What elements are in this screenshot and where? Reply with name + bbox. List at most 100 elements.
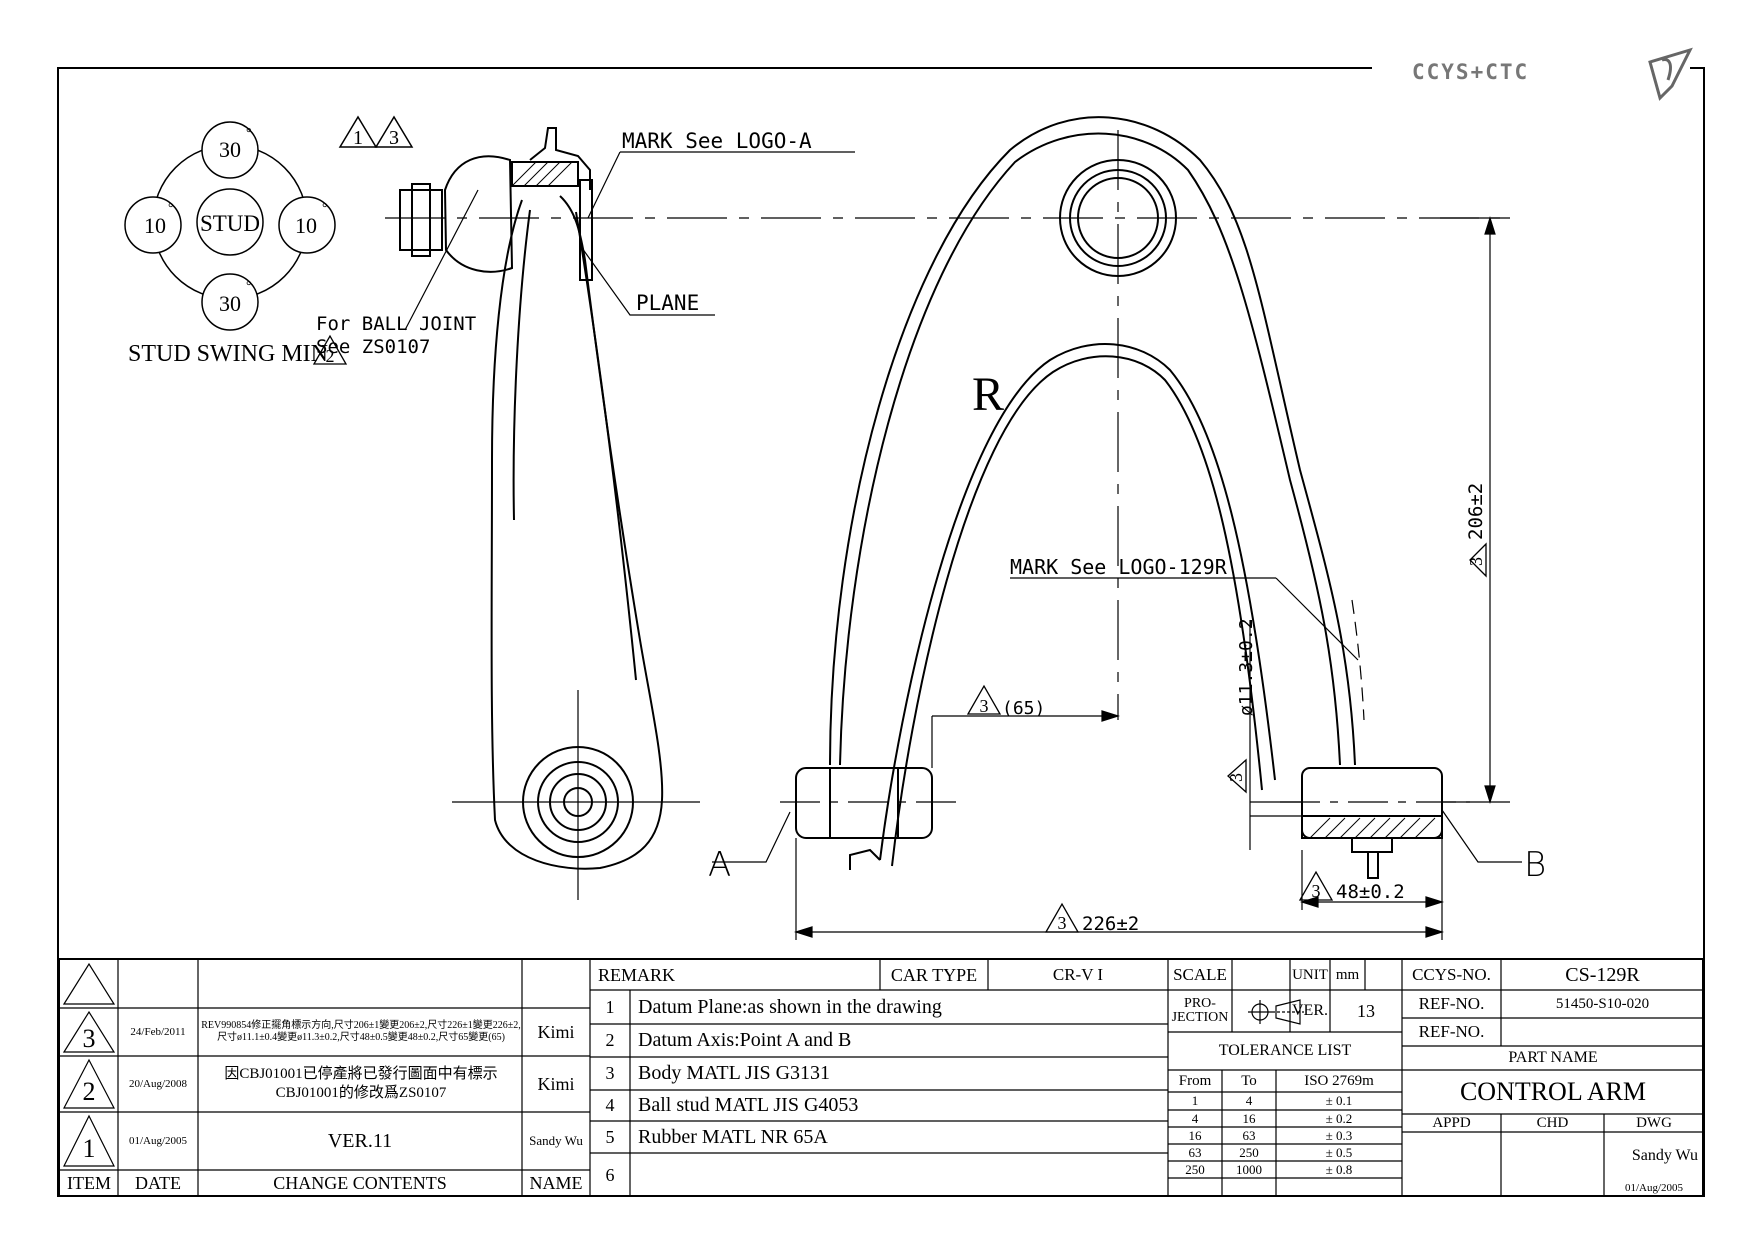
tolerance-value: ± 0.8 xyxy=(1325,1161,1353,1177)
tolerance-header-from: From xyxy=(1178,1072,1212,1089)
rev-row-3-name: Kimi xyxy=(537,1021,575,1042)
stud-degree-right: ° xyxy=(322,201,328,216)
tolerance-from: 1 xyxy=(1191,1093,1199,1108)
remark-text: Body MATL JIS G3131 xyxy=(638,1062,831,1084)
ref-no-2-value xyxy=(1501,1018,1704,1046)
tolerance-from: 250 xyxy=(1185,1161,1205,1177)
stud-angle-left: 10 xyxy=(144,213,166,238)
dim-11-rev: 3 xyxy=(1226,773,1246,782)
dimension-rev-triangles xyxy=(312,334,1487,933)
unit-value: mm xyxy=(1335,966,1360,983)
remark-text: Rubber MATL NR 65A xyxy=(638,1125,828,1148)
ref-no-label: REF-NO. xyxy=(1418,994,1485,1013)
rev-row-2-contents: 因CBJ01001已停產將已發行圖面中有標示CBJ01001的修改爲ZS0107 xyxy=(224,1066,498,1101)
remark-text: Datum Plane:as shown in the drawing xyxy=(638,995,942,1018)
tolerance-to: 16 xyxy=(1242,1110,1256,1126)
remark-no: 3 xyxy=(605,1063,615,1083)
tolerance-from: 16 xyxy=(1188,1127,1202,1143)
dwg-name: Sandy Wu xyxy=(1631,1147,1698,1164)
side-view-hatching xyxy=(511,161,573,187)
remark-text: Datum Axis:Point A and B xyxy=(638,1029,852,1051)
rev-row-1-name: Sandy Wu xyxy=(529,1133,583,1148)
remark-no: 5 xyxy=(605,1126,615,1147)
tolerance-value: ± 0.3 xyxy=(1325,1127,1353,1143)
dim-48-rev: 3 xyxy=(1312,881,1321,901)
tolerance-from: 63 xyxy=(1188,1144,1202,1160)
projection-label: PRO- JECTION xyxy=(1171,996,1229,1025)
part-name-value: CONTROL ARM xyxy=(1459,1077,1647,1106)
part-name-label: PART NAME xyxy=(1508,1049,1598,1066)
chd-label: CHD xyxy=(1536,1114,1569,1131)
rev-row-2-name: Kimi xyxy=(537,1073,575,1094)
rev-header-contents: CHANGE CONTENTS xyxy=(273,1173,447,1193)
plane-label: PLANE xyxy=(636,291,699,315)
dim-206-rev: 3 xyxy=(1466,557,1486,566)
ball-joint-ref: See ZS0107 xyxy=(316,336,430,358)
stud-angle-top: 30 xyxy=(219,137,241,162)
point-a-label: A xyxy=(708,845,731,885)
leader-lines xyxy=(404,151,1522,863)
unit-label: UNIT xyxy=(1292,966,1328,983)
dim-11-label: ø11.3±0.2 xyxy=(1236,618,1257,716)
remark-no: 1 xyxy=(605,996,615,1017)
dim-48-label: 48±0.2 xyxy=(1336,881,1405,903)
rev-triangles-top xyxy=(338,115,414,148)
car-type-label: CAR TYPE xyxy=(890,964,978,985)
rev-mark-1: 1 xyxy=(353,127,363,149)
ref-no-2-label: REF-NO. xyxy=(1418,1022,1485,1041)
remark-no: 2 xyxy=(605,1030,615,1050)
dim-65-rev: 3 xyxy=(980,696,989,716)
title-block: 3 24/Feb/2011 REV990854修正擺角標示方向,尺寸206±1變… xyxy=(58,958,1704,1197)
stud-angle-right: 10 xyxy=(295,213,317,238)
ccys-ctc-logo-icon xyxy=(1648,47,1693,101)
side-view xyxy=(399,127,664,870)
dwg-label: DWG xyxy=(1636,1114,1672,1131)
tolerance-from: 4 xyxy=(1191,1110,1199,1126)
point-b-label: B xyxy=(1524,845,1546,885)
title-block-grid xyxy=(60,960,1704,1197)
dimension-lines xyxy=(793,215,1510,940)
dwg-date: 01/Aug/2005 xyxy=(1624,1181,1684,1194)
stud-degree-bottom: ° xyxy=(246,279,252,294)
rev-row-3-mark: 3 xyxy=(82,1024,96,1053)
rev-row-2-date: 20/Aug/2008 xyxy=(128,1078,188,1090)
tolerance-value: ± 0.5 xyxy=(1325,1144,1353,1160)
ccys-no-value: CS-129R xyxy=(1565,963,1640,986)
rev-mark-3: 3 xyxy=(389,127,399,149)
tolerance-header-to: To xyxy=(1241,1072,1257,1089)
dim-206-label: 206±2 xyxy=(1465,483,1487,540)
rev-row-2-mark: 2 xyxy=(82,1077,96,1106)
view-letter-r: R xyxy=(972,368,1004,421)
stud-angle-bottom: 30 xyxy=(219,291,241,316)
ref-no-value: 51450-S10-020 xyxy=(1555,995,1650,1012)
stud-label: STUD xyxy=(200,211,260,236)
stud-swing-diagram xyxy=(124,121,336,331)
remark-text: Ball stud MATL JIS G4053 xyxy=(638,1094,859,1116)
ball-joint-label: For BALL JOINT xyxy=(316,313,476,335)
ball-joint-rev: 2 xyxy=(326,346,335,366)
scale-value xyxy=(1232,960,1290,990)
rev-header-name: NAME xyxy=(529,1173,583,1193)
car-type-value: CR-V I xyxy=(1052,965,1104,984)
rev-row-1-mark: 1 xyxy=(82,1134,96,1163)
rev-header-item: ITEM xyxy=(67,1173,111,1193)
mark-logo-129r-label: MARK See LOGO-129R xyxy=(1010,555,1228,579)
center-lines xyxy=(385,130,1500,900)
tolerance-header-iso: ISO 2769m xyxy=(1304,1072,1374,1089)
front-view xyxy=(795,116,1443,879)
stud-degree-left: ° xyxy=(168,201,174,216)
projection-symbol-icon xyxy=(1248,999,1304,1025)
remark-text xyxy=(630,1153,1168,1197)
ccys-no-label: CCYS-NO. xyxy=(1412,965,1491,984)
ver-label: VER. xyxy=(1292,1002,1328,1019)
tolerance-to: 1000 xyxy=(1236,1161,1262,1177)
scale-label: SCALE xyxy=(1173,965,1227,984)
dim-226-label: 226±2 xyxy=(1082,913,1139,935)
rev-header-date: DATE xyxy=(135,1173,181,1193)
rev-row-1-contents: VER.11 xyxy=(327,1129,393,1152)
rev-row-3-contents: REV990854修正擺角標示方向,尺寸206±1變更206±2,尺寸226±1… xyxy=(201,1020,521,1043)
tolerance-title: TOLERANCE LIST xyxy=(1218,1042,1352,1059)
tolerance-value: ± 0.2 xyxy=(1325,1110,1353,1126)
stud-degree-top: ° xyxy=(246,126,252,141)
logo-text: CCYS+CTC xyxy=(1412,60,1529,84)
